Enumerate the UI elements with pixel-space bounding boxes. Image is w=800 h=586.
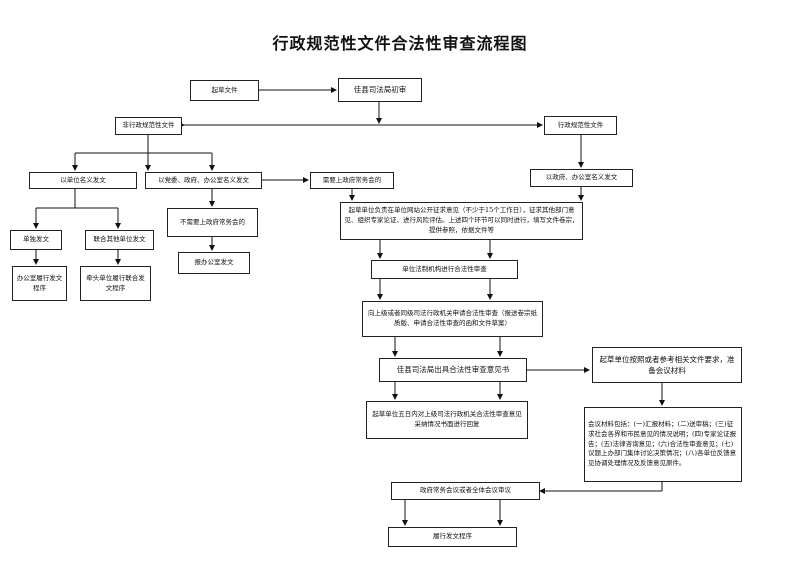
node-issuance-procedure: 履行发文程序 <box>388 527 517 547</box>
node-unit-name-issuance: 以单位名义发文 <box>29 172 137 189</box>
node-draft-document: 起草文件 <box>190 80 259 101</box>
node-legal-review-unit: 单位法制机构进行合法性审查 <box>371 260 518 279</box>
node-party-gov-office-issuance: 以党委、政府、办公室名义发文 <box>145 172 262 189</box>
node-single-issuance: 单独发文 <box>10 230 62 250</box>
node-non-normative-document: 非行政规范性文件 <box>115 117 182 135</box>
node-public-consultation: 起草单位负责在单位网站公开征求意见（不少于15个工作日），征求其他部门意见、组织… <box>340 202 583 240</box>
node-office-issuance-procedure: 办公室履行发文程序 <box>12 266 67 301</box>
node-gov-office-issuance: 以政府、办公室名义发文 <box>530 169 633 187</box>
node-joint-issuance: 联合其他单位发文 <box>85 230 154 250</box>
node-exec-meeting-review: 政府常务会议或者全体会议审议 <box>391 482 540 500</box>
page-title: 行政规范性文件合法性审查流程图 <box>272 34 528 53</box>
node-apply-legal-review: 向上级或者同级司法行政机关申请合法性审查（报送卷宗纸质版、申请合法性审查的函和文… <box>362 301 543 337</box>
node-county-justice-initial-review: 佳县司法局初审 <box>338 78 422 102</box>
node-needs-exec-meeting: 需要上政府常务会的 <box>310 172 394 189</box>
node-normative-document: 行政规范性文件 <box>544 116 617 135</box>
node-prepare-meeting-materials: 起草单位按照或者参考相关文件要求，准备会议材料 <box>592 347 742 383</box>
node-issue-review-opinion: 佳县司法局出具合法性审查意见书 <box>379 358 527 382</box>
node-no-exec-meeting: 不需要上政府常务会的 <box>167 208 258 237</box>
node-meeting-materials-list: 会议材料包括：(一)汇报材料；(二)送审稿；(三)征求社会各界和市民意见的情况说… <box>584 407 742 482</box>
node-lead-unit-joint-procedure: 牵头单位履行联合发文程序 <box>80 266 151 301</box>
node-reply-within-five-days: 起草单位五日内对上级司法行政机关合法性审查意见采纳情况书面进行回复 <box>366 401 528 439</box>
node-submit-to-office: 报办公室发文 <box>178 252 250 274</box>
